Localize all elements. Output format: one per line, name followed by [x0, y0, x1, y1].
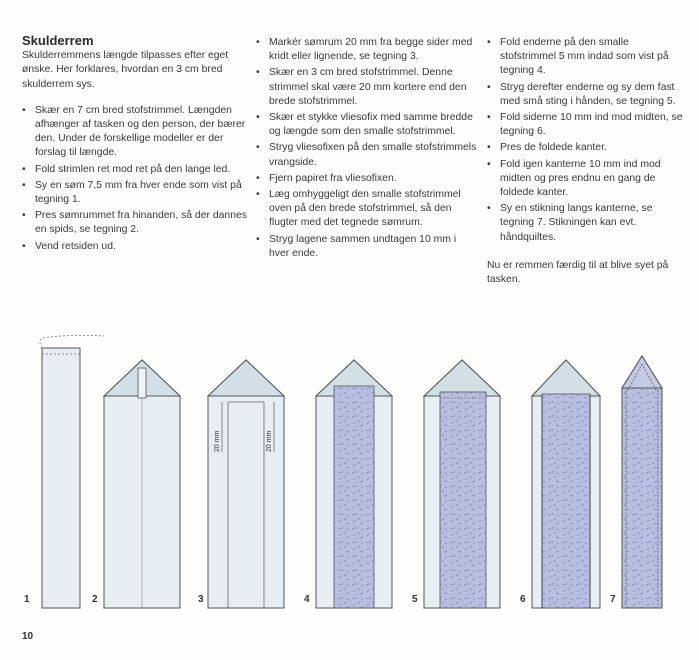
- list-item: Fold siderne 10 mm ind mod midten, se te…: [487, 111, 687, 139]
- figure-3: 20 mm 20 mm 3: [198, 359, 286, 609]
- list-item: Skær et stykke vliesofix med samme bredd…: [256, 111, 478, 139]
- figure-7: 7: [610, 355, 663, 609]
- figure-number: 6: [520, 594, 526, 605]
- list-item: Fold strimlen ret mod ret på den lange l…: [22, 163, 247, 177]
- closing-text: Nu er remmen færdig til at blive syet på…: [487, 259, 669, 286]
- dimension-label: 20 mm: [266, 430, 273, 452]
- instruction-list-2: Markér sømrum 20 mm fra begge sider med …: [256, 36, 478, 261]
- list-item: Fold igen kanterne 10 mm ind mod midten …: [487, 158, 687, 201]
- instruction-list-3: Fold enderne på den smalle stofstrimmel …: [487, 36, 687, 245]
- section-title: Skulderrem: [22, 33, 94, 48]
- list-item: Pres sømrummet fra hinanden, så der dann…: [22, 209, 247, 237]
- dimension-label: 20 mm: [214, 430, 221, 452]
- figure-number: 1: [24, 594, 30, 605]
- instruction-list-1: Skær en 7 cm bred stofstrimmel. Længden …: [22, 104, 247, 254]
- strap-illustrations: 1 2 20 mm 20 mm 3 4 5: [24, 334, 663, 609]
- figure-number: 2: [92, 594, 98, 605]
- list-item: Markér sømrum 20 mm fra begge sider med …: [256, 36, 478, 64]
- list-item: Fold enderne på den smalle stofstrimmel …: [487, 36, 687, 79]
- list-item: Vend retsiden ud.: [22, 240, 247, 254]
- list-item: Fjern papiret fra vliesofixen.: [256, 172, 478, 186]
- figure-2: 2: [92, 359, 182, 609]
- figure-number: 5: [412, 594, 418, 605]
- figure-number: 7: [610, 594, 616, 605]
- list-item: Skær en 7 cm bred stofstrimmel. Længden …: [22, 104, 247, 161]
- figure-1: 1: [24, 334, 105, 609]
- column-1: Skulderrem Skulderremmens længde tilpass…: [22, 33, 247, 256]
- intro-text: Skulderremmens længde tilpasses efter eg…: [22, 50, 229, 90]
- figure-number: 4: [304, 594, 310, 605]
- column-3: Fold enderne på den smalle stofstrimmel …: [487, 36, 687, 287]
- figure-4: 4: [304, 359, 394, 609]
- list-item: Stryg derefter enderne og sy dem fast me…: [487, 81, 687, 109]
- list-item: Pres de foldede kanter.: [487, 141, 687, 155]
- list-item: Læg omhyggeligt den smalle stofstrimmel …: [256, 188, 478, 231]
- list-item: Stryg lagene sammen undtagen 10 mm i hve…: [256, 233, 478, 261]
- figure-6: 6: [520, 359, 602, 609]
- figure-5: 5: [412, 359, 502, 609]
- list-item: Skær en 3 cm bred stofstrimmel. Denne st…: [256, 66, 478, 109]
- list-item: Sy en stikning langs kanterne, se tegnin…: [487, 202, 687, 245]
- figure-number: 3: [198, 594, 204, 605]
- page-number: 10: [22, 631, 34, 642]
- list-item: Stryg vliesofixen på den smalle stofstri…: [256, 141, 478, 169]
- list-item: Sy en søm 7,5 mm fra hver ende som vist …: [22, 179, 247, 207]
- column-2: Markér sømrum 20 mm fra begge sider med …: [256, 36, 478, 263]
